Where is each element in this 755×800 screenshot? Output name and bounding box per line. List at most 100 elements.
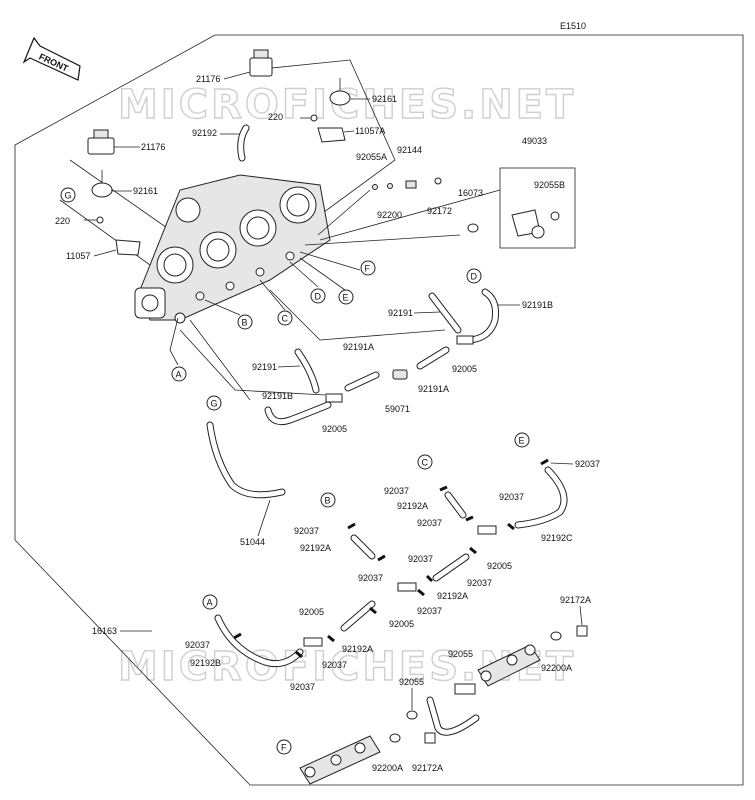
label-11057a: 11057A <box>355 126 385 136</box>
fuel-rail-left <box>299 735 381 785</box>
label-16163: 16163 <box>92 626 117 636</box>
leader-49033 <box>319 189 501 241</box>
bracket-92161-left <box>91 170 113 198</box>
label-92037-b: 92037 <box>294 526 319 536</box>
label-92055a: 92055A <box>356 152 387 162</box>
svg-text:B: B <box>242 318 248 328</box>
ref-a-hose: A <box>202 594 218 610</box>
ref-g-top: G <box>60 187 76 203</box>
tee-92005-mid <box>456 335 474 345</box>
label-92055-lo: 92055 <box>399 677 424 687</box>
label-92005-lo: 92005 <box>299 607 324 617</box>
oring-92200a-lo <box>389 733 401 743</box>
label-92192c: 92192C <box>541 533 573 543</box>
label-92037-e: 92037 <box>575 459 600 469</box>
label-21176-left: 21176 <box>141 142 165 152</box>
label-92172a-lo: 92172A <box>412 763 443 773</box>
label-220-top: 220 <box>268 112 283 122</box>
label-220-left: 220 <box>55 216 70 226</box>
ref-d-top: D <box>310 288 326 304</box>
label-92192a-b: 92192A <box>300 543 331 553</box>
leader-92055a <box>317 189 371 236</box>
label-92037-lo2: 92037 <box>290 682 315 692</box>
label-92055-r: 92055 <box>448 649 473 659</box>
label-92005-mid: 92005 <box>452 364 477 374</box>
pipe-joint <box>426 683 480 736</box>
label-92191-left: 92191 <box>252 362 277 372</box>
label-92200: 92200 <box>377 210 402 220</box>
label-92005-left: 92005 <box>322 424 347 434</box>
svg-text:C: C <box>282 314 289 324</box>
svg-text:F: F <box>281 743 287 753</box>
label-92037-lo: 92037 <box>322 660 347 670</box>
ref-g-hose: G <box>206 395 222 411</box>
label-92037-mid: 92037 <box>408 554 433 564</box>
ref-e-hose: E <box>514 432 530 448</box>
svg-text:F: F <box>365 264 371 274</box>
cap-92172a-lo <box>424 732 436 744</box>
label-92037-c2: 92037 <box>417 518 442 528</box>
tee-92005-left <box>325 393 343 403</box>
label-92192a-c: 92192A <box>397 501 428 511</box>
label-92192a-mid: 92192A <box>437 591 468 601</box>
label-92172: 92172 <box>427 206 452 216</box>
label-92037-a: 92037 <box>185 640 210 650</box>
svg-text:D: D <box>471 272 478 282</box>
fuel-rail-right <box>477 644 541 687</box>
sensor-21176-left <box>87 129 115 155</box>
sensor-21176-top <box>249 49 273 77</box>
holder-11057a <box>317 127 346 143</box>
leader-e <box>299 257 346 291</box>
svg-text:A: A <box>207 598 213 608</box>
ref-d-hose: D <box>466 268 482 284</box>
sensor-boundary-left <box>59 159 171 266</box>
bracket-92161-top <box>329 78 351 106</box>
label-92192: 92192 <box>192 128 217 138</box>
svg-text:G: G <box>211 399 218 409</box>
label-92037-mid2: 92037 <box>358 573 383 583</box>
ref-f-rail: F <box>276 739 292 755</box>
label-92005-mid2: 92005 <box>389 619 414 629</box>
label-92191b-top: 92191B <box>522 300 553 310</box>
box-49033 <box>499 167 576 249</box>
label-51044: 51044 <box>240 537 265 547</box>
diagram-code: E1510 <box>560 21 586 31</box>
svg-text:B: B <box>325 496 331 506</box>
label-92055b: 92055B <box>534 180 565 190</box>
ref-c-top: C <box>277 310 293 326</box>
leader-c <box>259 279 286 311</box>
label-92172a-r: 92172A <box>560 595 591 605</box>
screw-220-left <box>84 216 104 224</box>
leader-f <box>299 251 361 271</box>
label-21176-top: 21176 <box>196 74 220 84</box>
tee-92005-mid2 <box>397 582 417 592</box>
assembly-boundary <box>14 34 744 786</box>
svg-text:D: D <box>315 292 322 302</box>
tee-92005-lo <box>303 637 323 647</box>
clamps-92037 <box>233 458 549 659</box>
valve-59071 <box>392 369 408 380</box>
label-92037-c: 92037 <box>384 486 409 496</box>
label-92191a-left: 92191A <box>343 342 374 352</box>
leader-hose-d <box>269 289 446 341</box>
ref-b-top: B <box>237 314 253 330</box>
oring-92055-lo <box>406 710 418 720</box>
label-92161-left: 92161 <box>133 186 158 196</box>
ref-c-hose: C <box>417 454 433 470</box>
tee-92005-r <box>477 525 497 535</box>
label-92005-r: 92005 <box>487 561 512 571</box>
label-92037-r2: 92037 <box>467 578 492 588</box>
ref-e-top: E <box>338 289 354 305</box>
label-92191b-left: 92191B <box>262 391 293 401</box>
front-arrow-icon: FRONT <box>22 36 81 81</box>
throttle-body <box>134 174 331 324</box>
label-92037-r: 92037 <box>499 492 524 502</box>
ref-a-top: A <box>171 366 187 382</box>
watermark-top: MICROFICHES.NET <box>118 82 576 128</box>
svg-text:A: A <box>176 370 182 380</box>
label-59071: 59071 <box>385 404 410 414</box>
oring-92200a-r <box>550 631 562 641</box>
label-92191a-right: 92191A <box>418 384 449 394</box>
